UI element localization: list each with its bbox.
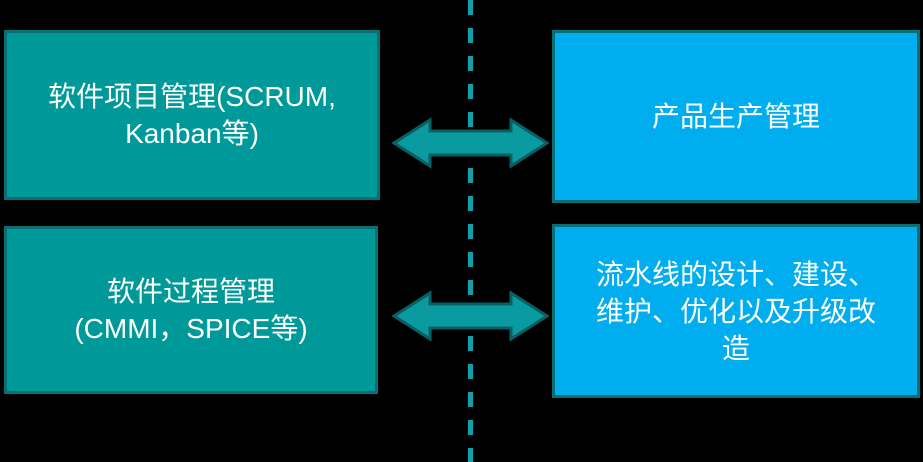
box-software-process-management-label: 软件过程管理 (CMMI，SPICE等)	[74, 276, 308, 344]
double-arrow-top-icon	[392, 117, 549, 169]
double-arrow-bottom-icon	[392, 290, 549, 342]
box-software-process-management: 软件过程管理 (CMMI，SPICE等)	[4, 226, 378, 394]
box-pipeline-design-build-maintain-label: 流水线的设计、建设、 维护、优化以及升级改 造	[595, 258, 876, 364]
box-software-project-management: 软件项目管理(SCRUM, Kanban等)	[4, 30, 380, 200]
box-software-project-management-label: 软件项目管理(SCRUM, Kanban等)	[48, 81, 336, 149]
box-product-production-management-label: 产品生产管理	[651, 101, 820, 132]
box-product-production-management: 产品生产管理	[552, 30, 920, 203]
box-pipeline-design-build-maintain: 流水线的设计、建设、 维护、优化以及升级改 造	[552, 224, 920, 398]
center-dashed-divider	[468, 0, 473, 462]
